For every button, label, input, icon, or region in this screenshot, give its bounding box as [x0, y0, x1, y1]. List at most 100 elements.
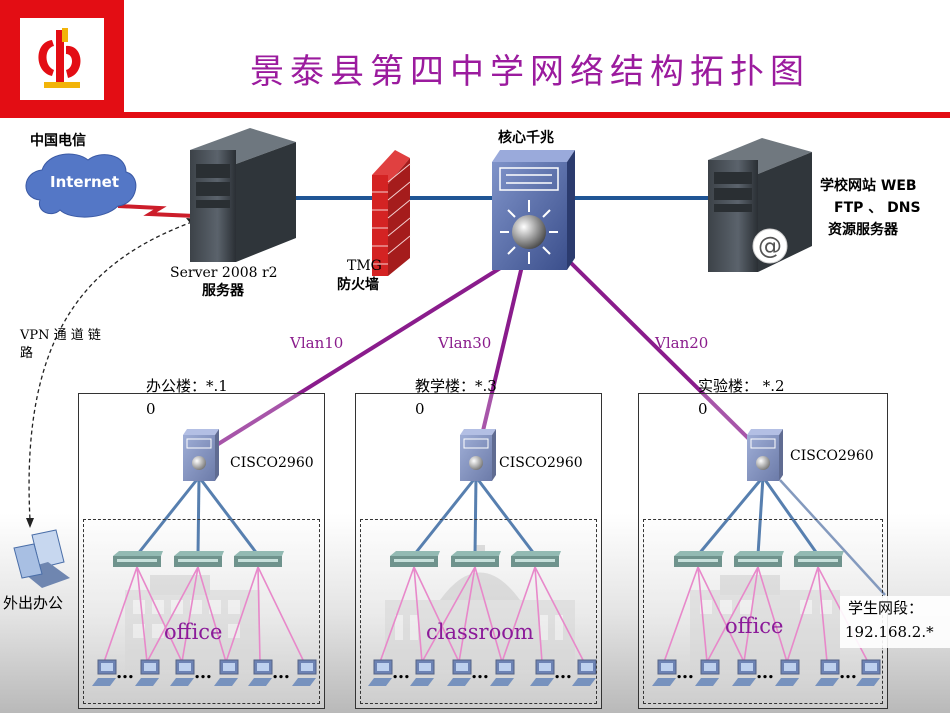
access-switch-ports	[394, 559, 434, 562]
pc-link	[146, 566, 199, 663]
pc-screen-icon	[865, 663, 877, 671]
access-switch-top	[451, 551, 501, 556]
teaching-building-label-2: 0	[415, 400, 425, 418]
pc-screen-icon	[784, 663, 796, 671]
trunk-link	[474, 476, 537, 556]
at-sign-icon: @	[758, 232, 782, 260]
access-switch-ports	[117, 559, 157, 562]
switch-panel-icon	[463, 438, 489, 449]
access-switch-top	[511, 551, 561, 556]
access-switch-side	[492, 429, 496, 481]
teaching-lan-zone	[360, 519, 597, 704]
web-server-icon: @	[708, 138, 812, 272]
pc-link	[706, 566, 759, 663]
lab-building-label-2: 0	[698, 400, 708, 418]
pc-ellipsis: …	[471, 662, 489, 683]
pc-link	[421, 566, 476, 663]
access-switch-ports	[178, 559, 218, 562]
student-subnet-label-1: 学生网段：	[848, 599, 924, 617]
core-label: 核心千兆	[498, 130, 554, 146]
pc-link	[534, 566, 585, 663]
pc-link	[786, 566, 819, 663]
teaching-switch-label: CISCO2960	[499, 455, 583, 471]
access-layer	[92, 429, 886, 686]
web-label-2: FTP 、 DNS	[834, 200, 921, 216]
pc-screen-icon	[179, 663, 191, 671]
pc-screen-icon	[704, 663, 716, 671]
pc-screen-icon	[741, 663, 753, 671]
pc-link	[474, 566, 503, 663]
trunk-link	[473, 476, 478, 556]
lab-building-label-1: 实验楼： *.2	[698, 377, 785, 395]
office-overlay-left: office	[164, 620, 223, 644]
office-building-label-2: 0	[146, 400, 156, 418]
telecom-label: 中国电信	[30, 133, 86, 149]
office-building-label-1: 办公楼：*.1	[146, 377, 228, 395]
switch-ball-icon	[469, 456, 483, 470]
pc-screen-icon	[499, 663, 511, 671]
pc-screen-icon	[144, 663, 156, 671]
classroom-overlay: classroom	[426, 620, 534, 644]
access-switch-top	[183, 429, 219, 435]
teaching-building-zone	[355, 393, 602, 709]
student-subnet-label-2: 192.168.2.*	[845, 623, 934, 641]
vpn-link	[28, 221, 193, 521]
access-switch-top	[460, 429, 496, 435]
pc-ellipsis: …	[116, 662, 134, 683]
access-switch-ports	[738, 559, 778, 562]
access-switch-top	[174, 551, 224, 556]
access-switch-top	[390, 551, 440, 556]
pc-ellipsis: …	[194, 662, 212, 683]
pc-link	[501, 566, 536, 663]
internet-label: Internet	[50, 173, 120, 191]
firewall-label-1: TMG	[347, 258, 382, 274]
pc-screen-icon	[456, 663, 468, 671]
access-switch-top	[794, 551, 844, 556]
pc-keyboard-icon	[447, 678, 471, 686]
pc-keyboard-icon	[732, 678, 756, 686]
trunk-link	[196, 476, 201, 556]
trunk-link	[756, 476, 765, 556]
access-switch-top	[113, 551, 163, 556]
pc-link	[136, 566, 183, 663]
pc-link	[181, 566, 199, 663]
access-switch-top	[234, 551, 284, 556]
pc-keyboard-icon	[652, 678, 676, 686]
teaching-building-label-1: 教学楼：*.3	[415, 377, 497, 395]
vpn-label-2: 路	[20, 346, 34, 361]
student-subnet-link	[779, 479, 886, 596]
access-switch-ports	[678, 559, 718, 562]
lab-building-zone	[638, 393, 888, 709]
access-switch-ports	[515, 559, 555, 562]
pc-ellipsis: …	[756, 662, 774, 683]
access-switch-top	[734, 551, 784, 556]
pc-keyboard-icon	[775, 678, 799, 686]
office-switch-label: CISCO2960	[230, 455, 314, 471]
trunk-link	[135, 476, 201, 556]
pc-keyboard-icon	[248, 678, 272, 686]
vlan20-label: Vlan20	[655, 334, 709, 352]
trunk-link	[412, 476, 478, 556]
internet-cloud-icon	[25, 153, 137, 218]
pc-link	[817, 566, 828, 663]
pc-screen-icon	[661, 663, 673, 671]
access-switch-side	[215, 429, 219, 481]
switch-panel-icon	[750, 438, 776, 449]
trunk-link	[761, 476, 820, 556]
pc-screen-icon	[824, 663, 836, 671]
pc-link	[413, 566, 460, 663]
pc-link	[136, 566, 148, 663]
pc-screen-icon	[257, 663, 269, 671]
pc-keyboard-icon	[490, 678, 514, 686]
core-switch-icon	[492, 150, 575, 270]
pc-link	[103, 566, 138, 663]
remote-office-label: 外出办公	[3, 594, 64, 612]
pc-ellipsis: …	[554, 662, 572, 683]
switch-ball-icon	[756, 456, 770, 470]
pc-keyboard-icon	[368, 678, 392, 686]
pc-ellipsis: …	[839, 662, 857, 683]
firewall-icon	[372, 150, 411, 276]
pc-link	[743, 566, 759, 663]
lab-switch-label: CISCO2960	[790, 448, 874, 464]
